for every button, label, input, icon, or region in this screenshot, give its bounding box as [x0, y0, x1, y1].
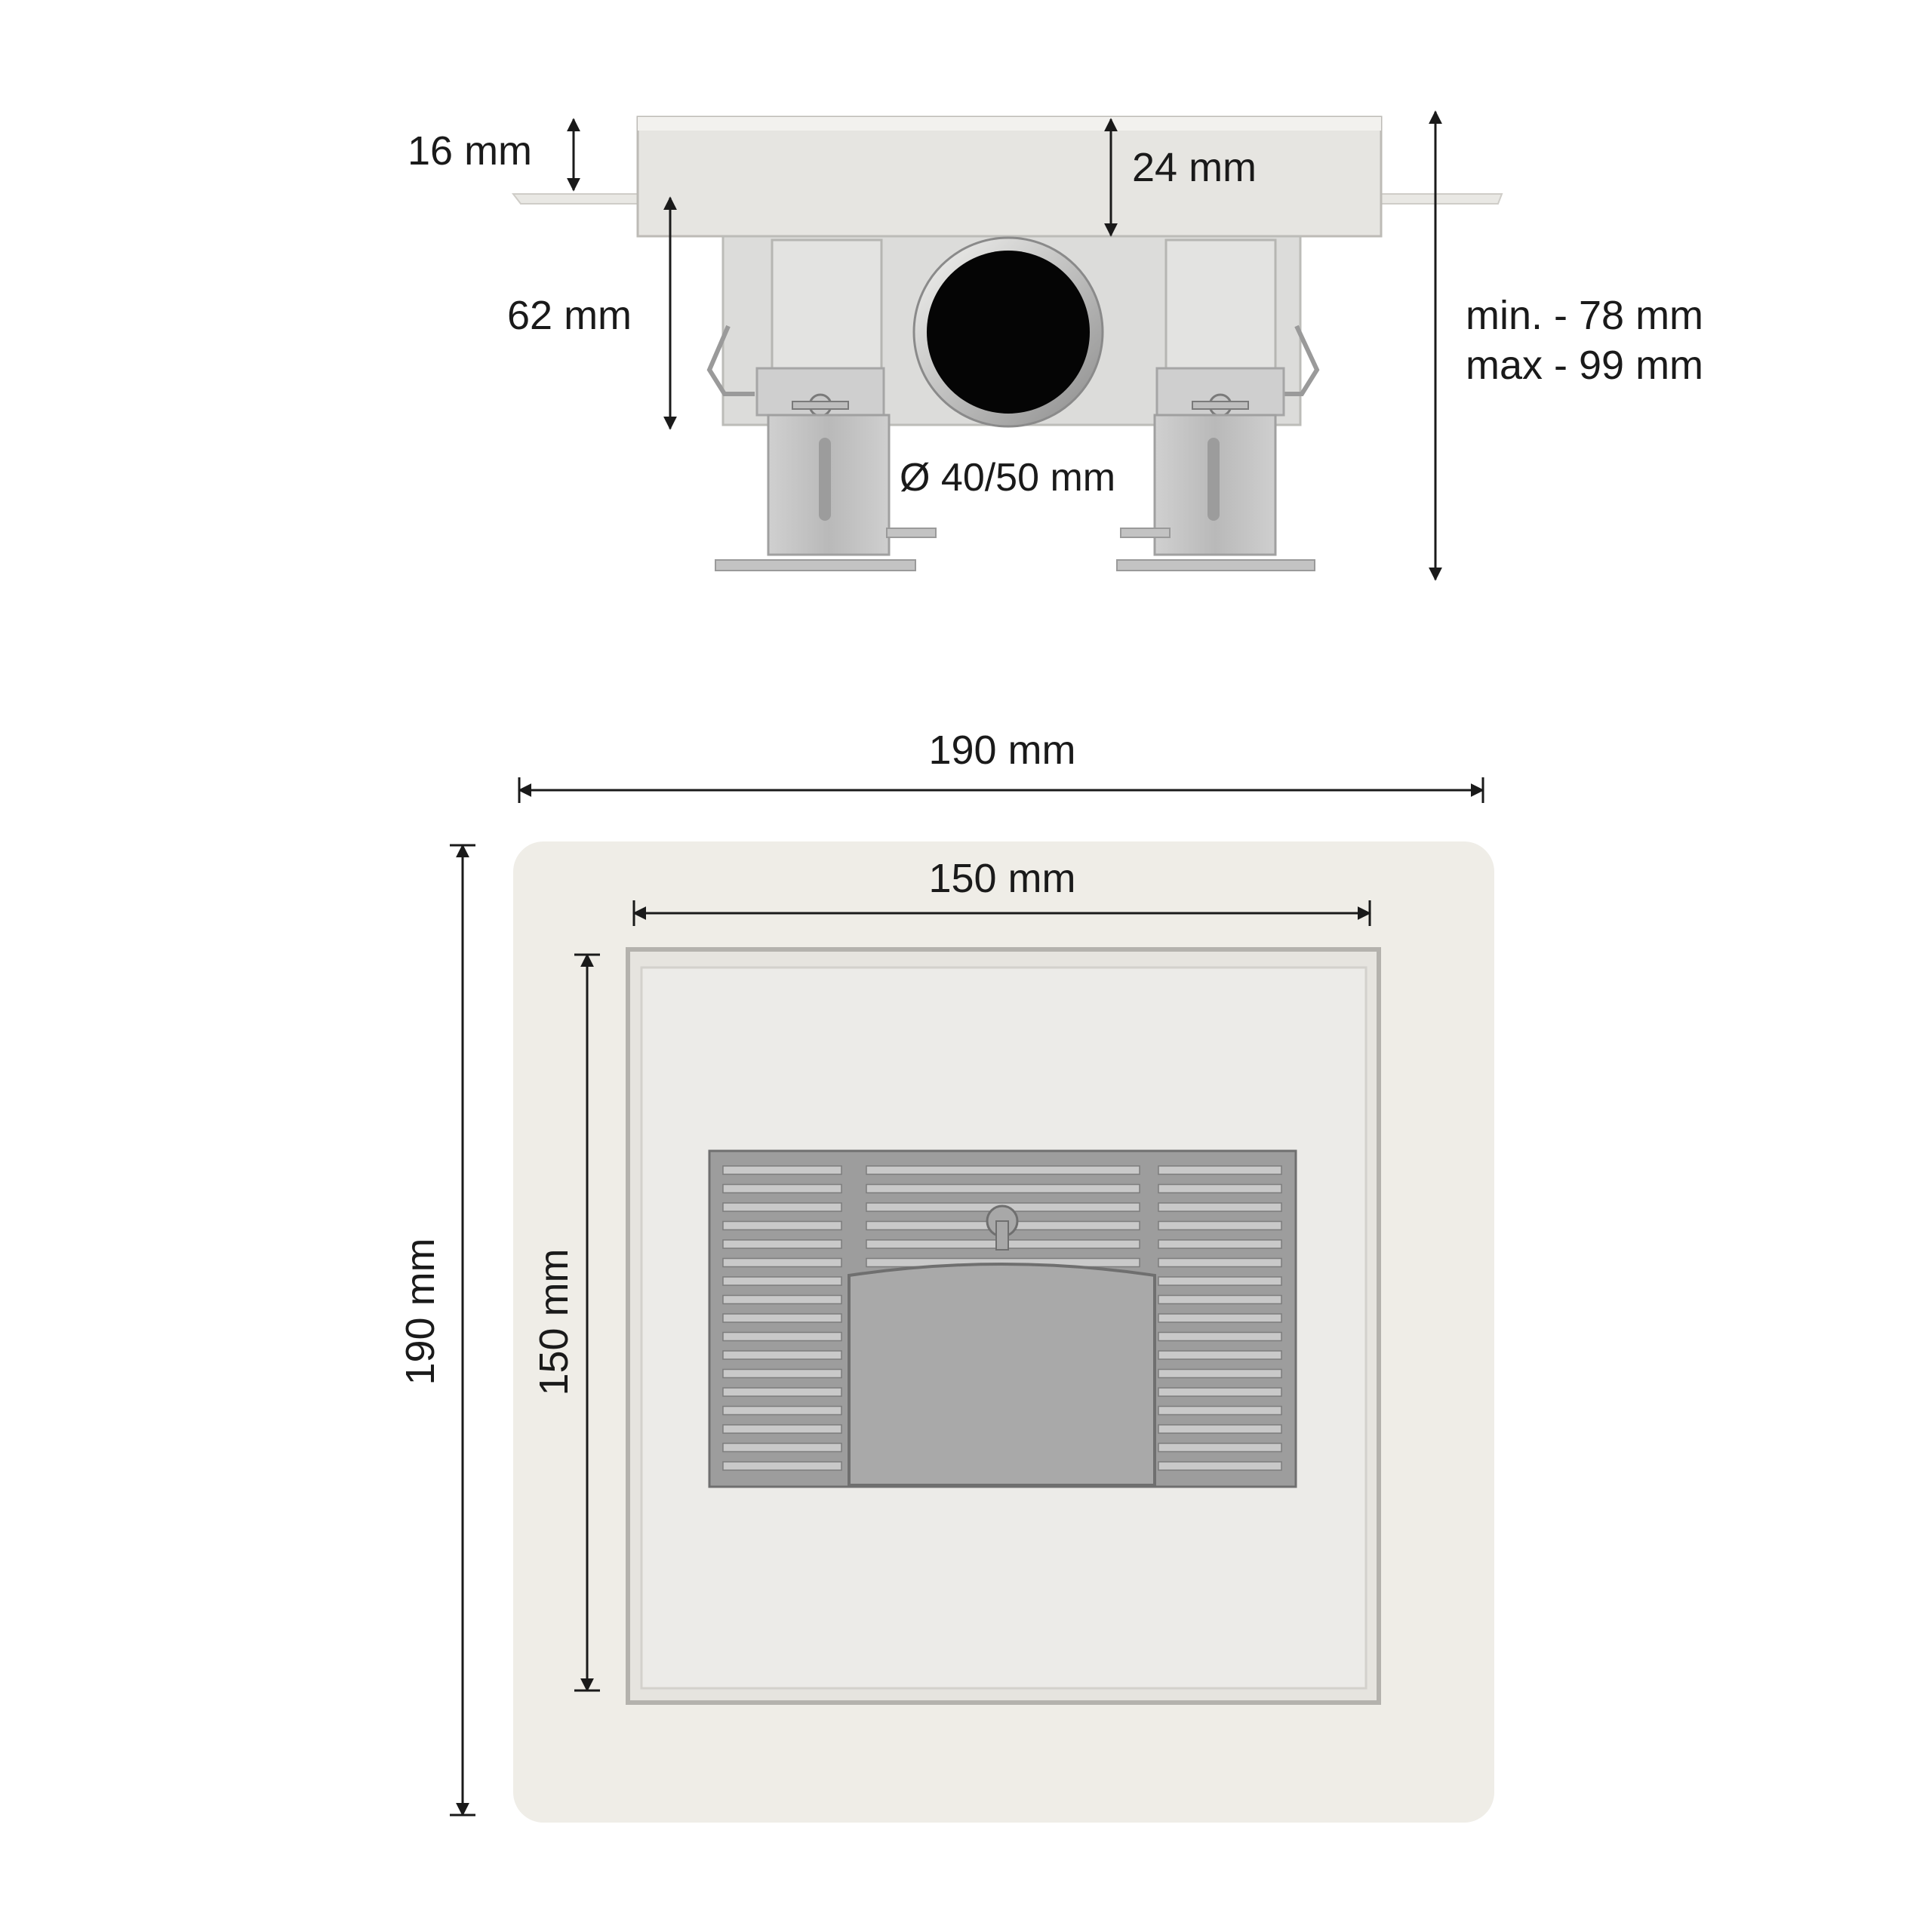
- label-outer-width: 190 mm: [928, 728, 1075, 773]
- label-outer-height: 190 mm: [398, 1238, 443, 1385]
- side-dimension-lines: [567, 110, 1442, 581]
- grate-slot: [1158, 1405, 1282, 1416]
- grate-slot: [1158, 1183, 1282, 1194]
- side-view: [511, 115, 1503, 571]
- grate-slot: [722, 1424, 842, 1434]
- grate-slot: [722, 1461, 842, 1471]
- side-foot-left: [715, 559, 916, 571]
- grate-slot: [1158, 1350, 1282, 1360]
- grate-slot: [1158, 1257, 1282, 1268]
- side-wire-clip-left: [706, 325, 755, 396]
- side-bracket-left: [771, 238, 883, 379]
- grate-slot: [1158, 1239, 1282, 1249]
- grate-slot: [722, 1183, 842, 1194]
- label-height-max: max - 99 mm: [1466, 343, 1703, 388]
- grate-slot: [722, 1331, 842, 1342]
- grate-slot: [866, 1183, 1140, 1194]
- grate-slot: [1158, 1276, 1282, 1286]
- grate-slot: [866, 1165, 1140, 1175]
- side-wire-clip-right: [1275, 325, 1320, 396]
- label-outlet: Ø 40/50 mm: [900, 456, 1115, 500]
- top-view: [513, 841, 1494, 1823]
- grate-slot: [722, 1276, 842, 1286]
- label-frame: 24 mm: [1132, 145, 1257, 190]
- grate-slot: [722, 1220, 842, 1231]
- label-flange: 16 mm: [408, 128, 532, 174]
- grate-slot: [1158, 1442, 1282, 1453]
- grate-slot: [722, 1239, 842, 1249]
- top-grate-cover: [848, 1263, 1156, 1487]
- grate-slot: [1158, 1368, 1282, 1379]
- grate-slot: [722, 1368, 842, 1379]
- label-body: 62 mm: [507, 293, 632, 338]
- grate-slot: [722, 1387, 842, 1397]
- grate-slot: [1158, 1165, 1282, 1175]
- grate-slot: [722, 1350, 842, 1360]
- side-bracket-right: [1164, 238, 1277, 379]
- grate-slot: [1158, 1202, 1282, 1212]
- grate-slot: [1158, 1461, 1282, 1471]
- grate-slot: [722, 1442, 842, 1453]
- grate-slot: [1158, 1387, 1282, 1397]
- grate-slot: [1158, 1313, 1282, 1323]
- side-outlet-hole: [927, 251, 1090, 414]
- grate-slot: [722, 1257, 842, 1268]
- grate-slot: [722, 1165, 842, 1175]
- label-inner-width: 150 mm: [928, 856, 1075, 901]
- grate-slot: [722, 1202, 842, 1212]
- side-foot-right: [1116, 559, 1315, 571]
- top-dimension-lines: [450, 777, 1484, 1817]
- side-frame: [636, 115, 1383, 238]
- screw-icon: [1192, 393, 1249, 417]
- grate-slot: [722, 1294, 842, 1305]
- grate-slot: [722, 1405, 842, 1416]
- grate-slot: [722, 1313, 842, 1323]
- grate-slot: [1158, 1331, 1282, 1342]
- grate-slot: [1158, 1220, 1282, 1231]
- grate-slot: [1158, 1294, 1282, 1305]
- label-height-min: min. - 78 mm: [1466, 293, 1703, 338]
- grate-slot: [1158, 1424, 1282, 1434]
- label-inner-height: 150 mm: [531, 1248, 577, 1395]
